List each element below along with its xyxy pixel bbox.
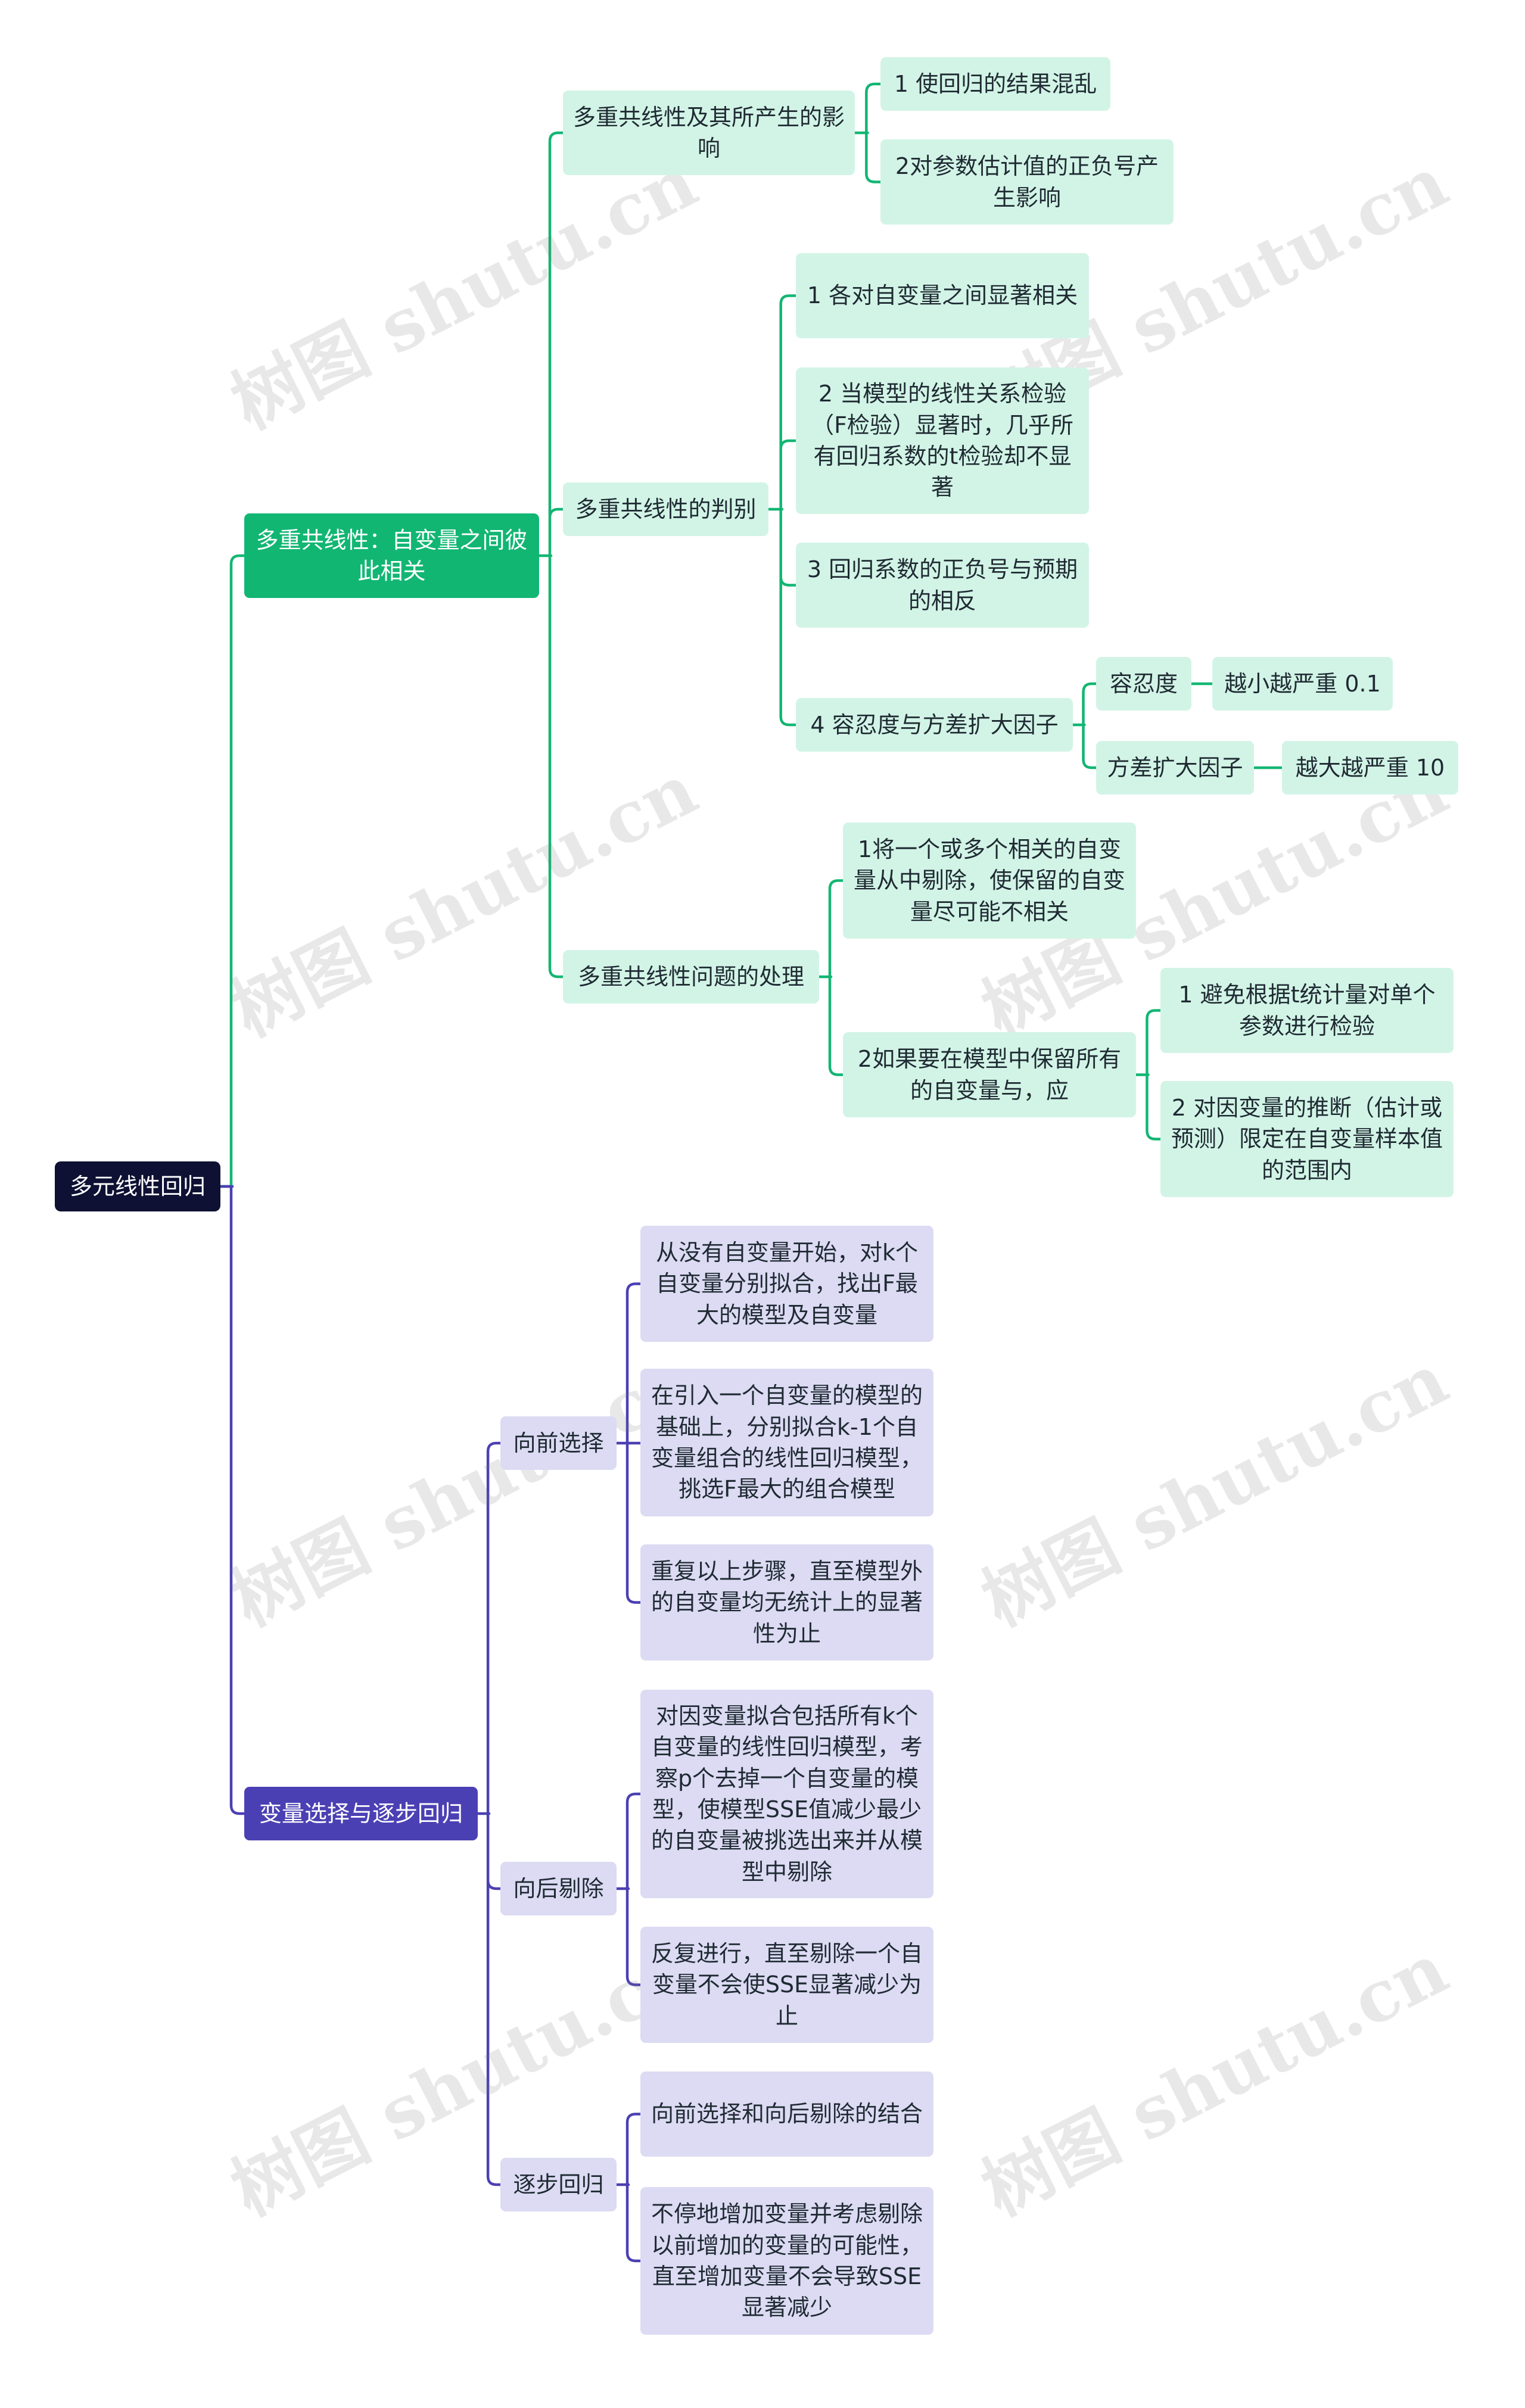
link-handling — [817, 879, 845, 1076]
link-stepwise-regression — [615, 2113, 642, 2263]
leaf-effect-2[interactable]: 2对参数估计值的正负号产生影响 — [880, 139, 1174, 225]
link-keep — [1134, 1009, 1162, 1141]
root-node[interactable]: 多元线性回归 — [55, 1161, 220, 1211]
leaf-forward-2[interactable]: 在引入一个自变量的模型的基础上，分别拟合k-1个自变量组合的线性回归模型，挑选F… — [640, 1369, 933, 1516]
leaf-detection-2[interactable]: 2 当模型的线性关系检验（F检验）显著时，几乎所有回归系数的t检验却不显著 — [796, 367, 1089, 514]
link-detection-4 — [1071, 682, 1098, 770]
leaf-forward-1[interactable]: 从没有自变量开始，对k个自变量分别拟合，找出F最大的模型及自变量 — [640, 1226, 933, 1342]
link-backward — [615, 1792, 642, 1986]
leaf-vif-note[interactable]: 越大越严重 10 — [1282, 741, 1458, 795]
subtopic-backward[interactable]: 向后剔除 — [500, 1862, 617, 1915]
link-root-multicollinearity — [219, 554, 246, 1188]
leaf-handling-keep[interactable]: 2如果要在模型中保留所有的自变量与，应 — [843, 1032, 1136, 1117]
subtopic-handling[interactable]: 多重共线性问题的处理 — [563, 950, 819, 1004]
leaf-forward-3[interactable]: 重复以上步骤，直至模型外的自变量均无统计上的显著性为止 — [640, 1544, 933, 1661]
link-multicollinearity — [537, 131, 565, 979]
leaf-keep-2[interactable]: 2 对因变量的推断（估计或预测）限定在自变量样本值的范围内 — [1160, 1081, 1454, 1197]
leaf-backward-2[interactable]: 反复进行，直至剔除一个自变量不会使SSE显著减少为止 — [640, 1927, 933, 2043]
leaf-backward-1[interactable]: 对因变量拟合包括所有k个自变量的线性回归模型，考察p个去掉一个自变量的模型，使模… — [640, 1690, 933, 1898]
leaf-detection-4[interactable]: 4 容忍度与方差扩大因子 — [796, 698, 1073, 752]
leaf-detection-1[interactable]: 1 各对自变量之间显著相关 — [796, 253, 1089, 338]
subtopic-forward[interactable]: 向前选择 — [500, 1416, 617, 1470]
leaf-detection-3[interactable]: 3 回归系数的正负号与预期的相反 — [796, 543, 1089, 628]
topic-stepwise[interactable]: 变量选择与逐步回归 — [244, 1787, 478, 1840]
link-root-stepwise — [219, 1185, 246, 1815]
leaf-tolerance-note[interactable]: 越小越严重 0.1 — [1212, 657, 1393, 711]
link-stepwise — [476, 1441, 502, 2186]
leaf-effect-1[interactable]: 1 使回归的结果混乱 — [880, 57, 1110, 111]
subtopic-effects[interactable]: 多重共线性及其所产生的影响 — [563, 91, 855, 175]
link-forward — [615, 1282, 642, 1604]
leaf-keep-1[interactable]: 1 避免根据t统计量对单个参数进行检验 — [1160, 968, 1454, 1053]
link-effects — [853, 82, 882, 183]
leaf-tolerance[interactable]: 容忍度 — [1096, 657, 1191, 711]
leaf-handling-remove[interactable]: 1将一个或多个相关的自变量从中剔除，使保留的自变量尽可能不相关 — [843, 823, 1136, 939]
leaf-stepwise-1[interactable]: 向前选择和向后剔除的结合 — [640, 2071, 933, 2157]
link-detection — [767, 294, 798, 727]
leaf-vif[interactable]: 方差扩大因子 — [1096, 741, 1254, 795]
subtopic-stepwise-regression[interactable]: 逐步回归 — [500, 2158, 617, 2211]
topic-multicollinearity[interactable]: 多重共线性：自变量之间彼此相关 — [244, 513, 539, 598]
subtopic-detection[interactable]: 多重共线性的判别 — [563, 482, 768, 536]
leaf-stepwise-2[interactable]: 不停地增加变量并考虑剔除以前增加的变量的可能性，直至增加变量不会导致SSE显著减… — [640, 2187, 933, 2335]
